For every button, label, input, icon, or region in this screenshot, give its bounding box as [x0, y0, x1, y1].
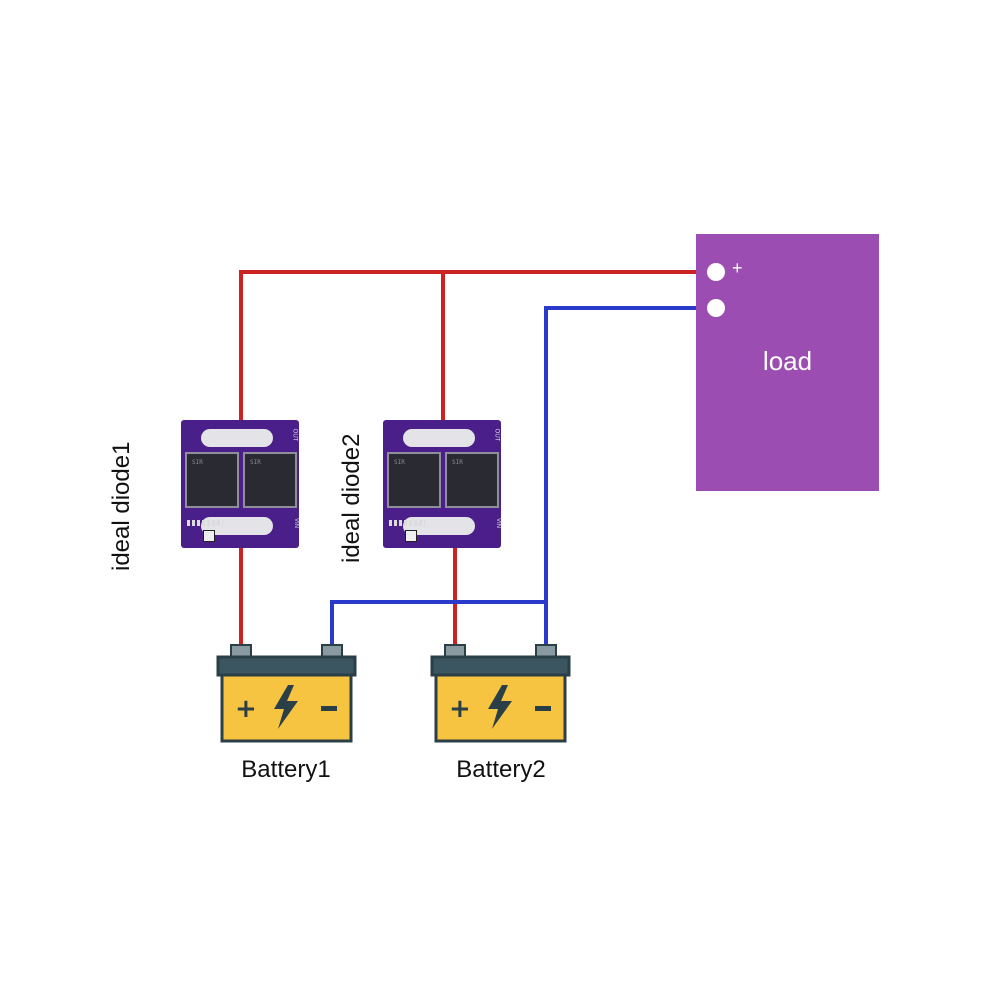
wire-battery1-minus-to-battery2-minus [330, 600, 546, 652]
battery-terminal-plus [444, 644, 466, 658]
out-pad [201, 429, 273, 447]
mosfet-chip: SIR [387, 452, 441, 508]
vin-silkscreen: VIN [292, 517, 299, 529]
positive-wires [239, 270, 716, 652]
out-pad [403, 429, 475, 447]
voltage-silkscreen: 3.3V [207, 522, 218, 528]
mosfet-chip: SIR [445, 452, 499, 508]
battery1-label: Battery1 [241, 756, 331, 783]
battery-plus-sign: + [235, 694, 257, 724]
ideal-diode2-label: ideal diode2 [338, 433, 365, 563]
voltage-silkscreen: 3.3V [409, 522, 420, 528]
ideal-diode-board-1: SIR SIR OUT VIN 3.3V [181, 420, 299, 548]
out-silkscreen: OUT [291, 428, 298, 442]
vin-silkscreen: VIN [494, 517, 501, 529]
ideal-diode1-label: ideal diode1 [108, 441, 135, 571]
smd-component [203, 530, 215, 542]
load-plus-terminal [707, 263, 725, 281]
wire-diode1-out-to-load-plus [239, 270, 716, 430]
out-silkscreen: OUT [493, 428, 500, 442]
lightning-icon [274, 685, 298, 729]
controller-ic-pins [389, 520, 425, 526]
smd-component [405, 530, 417, 542]
load-block: + load [696, 234, 879, 491]
mosfet-chip: SIR [185, 452, 239, 508]
ideal-diode-board-2: SIR SIR OUT VIN 3.3V [383, 420, 501, 548]
mosfet-chip: SIR [243, 452, 297, 508]
battery-icon: + [216, 644, 357, 743]
battery-icon: + [430, 644, 571, 743]
battery-minus-sign [321, 706, 337, 711]
battery-terminal-minus [535, 644, 557, 658]
battery-terminal-minus [321, 644, 343, 658]
battery-minus-sign [535, 706, 551, 711]
load-label: load [762, 346, 813, 376]
negative-wires [330, 306, 716, 652]
load-minus-terminal [707, 299, 725, 317]
battery-plus-sign: + [449, 694, 471, 724]
controller-ic-pins [187, 520, 223, 526]
battery-lid [216, 655, 357, 677]
wire-load-minus-to-battery2-minus [544, 306, 716, 652]
lightning-icon [488, 685, 512, 729]
battery2-label: Battery2 [456, 756, 546, 783]
battery-lid [430, 655, 571, 677]
load-plus-label: + [732, 258, 743, 278]
battery-terminal-plus [230, 644, 252, 658]
